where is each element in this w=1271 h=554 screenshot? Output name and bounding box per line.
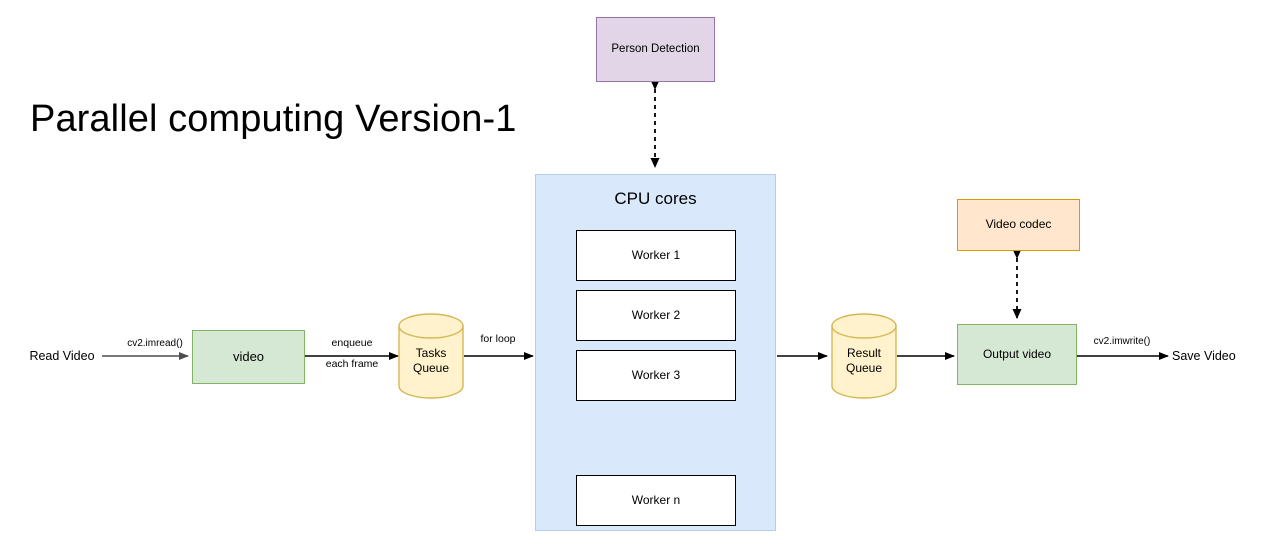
edge-label-imread: cv2.imread()	[127, 338, 183, 349]
cylinder-shape	[831, 313, 897, 399]
edge-label-enqueue: enqueue	[331, 337, 373, 349]
node-output-video[interactable]: Output video	[957, 324, 1077, 385]
node-result-queue[interactable]: Result Queue	[831, 313, 897, 399]
node-read-video: Read Video	[20, 345, 104, 367]
page-title: Parallel computing Version-1	[30, 98, 517, 141]
node-video-codec[interactable]: Video codec	[957, 199, 1080, 251]
node-result-queue-label-line1: Result	[846, 346, 881, 360]
node-read-video-label: Read Video	[29, 348, 95, 363]
node-save-video: Save Video	[1172, 345, 1260, 367]
node-video-codec-label: Video codec	[985, 217, 1052, 232]
node-save-video-label: Save Video	[1172, 348, 1236, 363]
node-cpu-cores-label: CPU cores	[614, 189, 697, 208]
node-output-video-label: Output video	[982, 346, 1052, 361]
node-worker-2-label: Worker 2	[631, 307, 681, 322]
node-worker-1[interactable]: Worker 1	[576, 230, 736, 281]
node-tasks-queue[interactable]: Tasks Queue	[398, 313, 464, 399]
node-tasks-queue-label-line1: Tasks	[415, 346, 447, 360]
node-video-label: video	[232, 348, 265, 364]
node-worker-n-label: Worker n	[631, 492, 681, 507]
edge-label-imwrite: cv2.imwrite()	[1093, 336, 1151, 347]
cylinder-shape	[398, 313, 464, 399]
node-video[interactable]: video	[192, 330, 305, 384]
node-worker-1-label: Worker 1	[631, 247, 681, 262]
node-result-queue-label-line2: Queue	[845, 361, 883, 375]
edge-label-for-loop: for loop	[480, 333, 516, 345]
node-person-detection[interactable]: Person Detection	[596, 17, 715, 82]
node-worker-3-label: Worker 3	[631, 367, 681, 382]
node-worker-n[interactable]: Worker n	[576, 475, 736, 526]
node-worker-2[interactable]: Worker 2	[576, 290, 736, 341]
edge-label-each-frame: each frame	[325, 358, 379, 370]
node-worker-3[interactable]: Worker 3	[576, 350, 736, 401]
node-tasks-queue-label-line2: Queue	[412, 361, 450, 375]
node-person-detection-label: Person Detection	[611, 42, 700, 55]
